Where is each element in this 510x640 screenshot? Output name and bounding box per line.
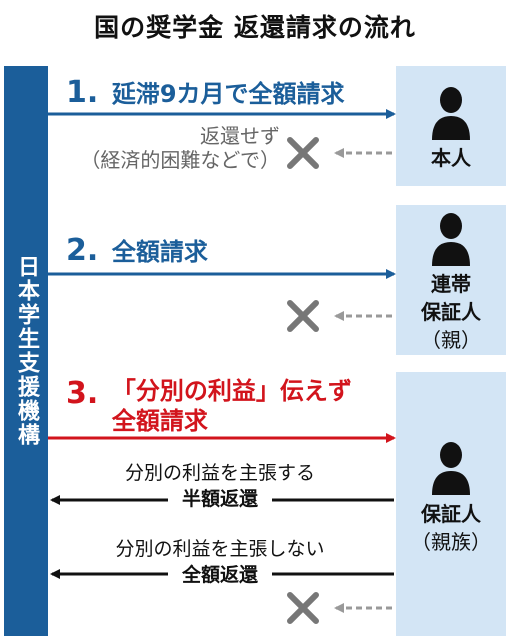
response-half-repay: 分別の利益を主張する 半額返還 [60, 460, 380, 512]
step-2-label: 2. 全額請求 [66, 232, 208, 268]
response-note-line1: 返還せず [200, 124, 280, 148]
party-label-line2: 保証人 [421, 300, 481, 324]
cross-icon [287, 137, 319, 169]
response-line2: 半額返還 [181, 488, 258, 510]
response-line1: 分別の利益を主張する [124, 462, 315, 484]
cross-icon [287, 592, 319, 624]
step-text: 全額請求 [111, 238, 208, 266]
step-number: 3. [66, 376, 99, 411]
person-icon [432, 87, 470, 140]
person-icon [432, 213, 470, 266]
step-text-line2: 全額請求 [111, 407, 208, 435]
response-line2: 全額返還 [181, 564, 258, 586]
party-label-borrower: 本人 [431, 146, 471, 170]
response-note-borrower: 返還せず （経済的困難などで） [60, 124, 280, 172]
step-text: 「分別の利益」伝えず [111, 377, 352, 405]
party-label-line1: 保証人 [421, 502, 481, 526]
cross-icon [287, 300, 319, 332]
organization-name: 日本学生支援機構 [14, 255, 39, 447]
step-text: 延滞9カ月で全額請求 [111, 80, 345, 108]
organization-bar [4, 66, 48, 636]
step-3-label: 3. 「分別の利益」伝えず 全額請求 [66, 376, 352, 436]
person-icon [432, 442, 470, 495]
party-label-sub: （親族） [411, 530, 491, 554]
party-label-sub: （親） [421, 328, 481, 352]
step-number: 1. [66, 75, 99, 110]
response-full-repay: 分別の利益を主張しない 全額返還 [60, 536, 380, 588]
party-label-joint-guarantor: 連帯 保証人 （親） [396, 270, 506, 354]
step-1-label: 1. 延滞9カ月で全額請求 [66, 74, 345, 110]
page-title: 国の奨学金 返還請求の流れ [94, 13, 416, 42]
party-label-guarantor: 保証人 （親族） [396, 500, 506, 556]
party-label-line1: 連帯 [431, 272, 471, 296]
step-number: 2. [66, 233, 99, 268]
party-box-guarantor [396, 372, 506, 636]
organization-label: 日本学生支援機構 [4, 66, 48, 636]
response-line1: 分別の利益を主張しない [115, 538, 325, 560]
response-note-line2: （経済的困難などで） [80, 148, 280, 172]
